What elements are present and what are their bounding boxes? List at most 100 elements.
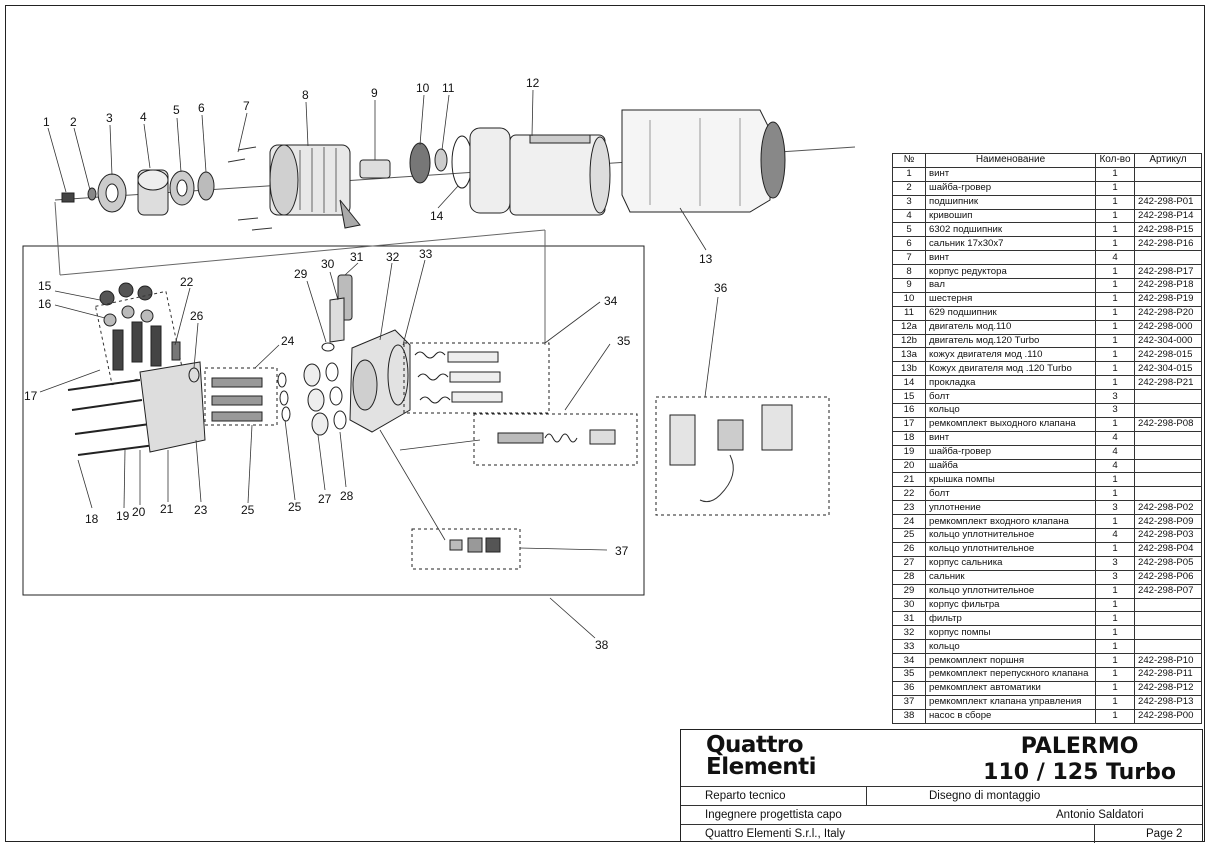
part-o-ring-29 — [321, 342, 335, 352]
table-header-row: № Наименование Кол-во Артикул — [892, 153, 1202, 168]
callout-label: 26 — [190, 309, 204, 323]
logo-line-2: Elementi — [706, 754, 817, 780]
part-inlet-valve-kit-24 — [204, 367, 278, 426]
row-quantity: 1 — [1095, 416, 1135, 432]
part-motor-cover-13 — [621, 109, 786, 213]
row-quantity: 4 — [1095, 528, 1135, 543]
row-quantity: 1 — [1095, 541, 1135, 557]
row-article: 242-298-015 — [1134, 347, 1202, 363]
part-pump-body-32 — [349, 329, 411, 433]
title-block: Quattro Elementi PALERMO 110 / 125 Turbo… — [680, 729, 1203, 843]
model-variants: 110 / 125 Turbo — [983, 760, 1176, 785]
leader-lines — [39, 89, 719, 639]
row-divider — [1094, 825, 1095, 843]
row-name: ремкомплект поршня — [925, 653, 1096, 668]
row-article — [1134, 625, 1202, 641]
row-number: 24 — [892, 514, 926, 530]
part-pump-cover-21 — [139, 361, 206, 453]
row-article: 242-298-P03 — [1134, 528, 1202, 543]
row-quantity: 1 — [1095, 305, 1135, 321]
row-article — [1134, 611, 1202, 627]
part-screw-1 — [61, 192, 75, 203]
row-number: 25 — [892, 528, 926, 543]
row-article: 242-298-P14 — [1134, 208, 1202, 224]
row-quantity: 1 — [1095, 680, 1135, 696]
row-number: 6 — [892, 236, 926, 252]
company-name: Quattro Elementi S.r.l., Italy — [705, 828, 845, 840]
part-bearing-11 — [434, 148, 448, 172]
row-quantity: 1 — [1095, 222, 1135, 238]
page-number: Page 2 — [1146, 828, 1183, 840]
row-quantity: 1 — [1095, 666, 1135, 682]
sheet-border — [5, 5, 1205, 842]
row-article: 242-304-000 — [1134, 333, 1202, 349]
row-article: 242-298-P17 — [1134, 264, 1202, 280]
callout-label: 15 — [38, 279, 52, 293]
row-name: сальник 17x30x7 — [925, 236, 1096, 252]
row-article — [1134, 250, 1202, 266]
part-seal-6 — [197, 171, 215, 201]
callout-label: 28 — [340, 489, 354, 503]
row-quantity: 1 — [1095, 597, 1135, 613]
row-name: фильтр — [925, 611, 1096, 627]
callout-label: 1 — [43, 115, 50, 129]
row-article: 242-298-P16 — [1134, 236, 1202, 252]
row-quantity: 4 — [1095, 458, 1135, 474]
row-article — [1134, 458, 1202, 474]
row-divider — [866, 787, 867, 806]
row-name: уплотнение — [925, 500, 1096, 516]
part-shaft-9 — [359, 159, 391, 179]
part-bolt-22 — [171, 341, 181, 361]
callout-label: 16 — [38, 297, 52, 311]
row-name: шайба-гровер — [925, 180, 1096, 196]
row-name: насос в сборе — [925, 708, 1096, 724]
row-quantity: 1 — [1095, 375, 1135, 391]
header-article: Артикул — [1134, 153, 1202, 168]
callout-label: 5 — [173, 103, 180, 117]
row-number: 10 — [892, 291, 926, 307]
row-quantity: 3 — [1095, 500, 1135, 516]
callout-label: 34 — [604, 294, 618, 308]
row-number: 8 — [892, 264, 926, 280]
row-number: 31 — [892, 611, 926, 627]
row-quantity: 1 — [1095, 291, 1135, 307]
row-name: кольцо — [925, 403, 1096, 418]
row-article: 242-298-000 — [1134, 319, 1202, 335]
row-name: кожух двигателя мод .110 — [925, 347, 1096, 363]
callout-label: 22 — [180, 275, 194, 289]
row-quantity: 1 — [1095, 611, 1135, 627]
callout-label: 4 — [140, 110, 147, 124]
row-number: 21 — [892, 472, 926, 488]
row-name: кольцо — [925, 639, 1096, 655]
row-article: 242-298-P13 — [1134, 694, 1202, 710]
row-number: 32 — [892, 625, 926, 641]
row-number: 11 — [892, 305, 926, 321]
callout-label: 31 — [350, 250, 364, 264]
row-quantity: 4 — [1095, 444, 1135, 460]
title-row-engineer: Ingegnere progettista capo Antonio Salda… — [681, 805, 1202, 825]
row-quantity: 1 — [1095, 333, 1135, 349]
row-number: 9 — [892, 278, 926, 293]
company-logo: Quattro Elementi — [706, 734, 817, 780]
part-bearing-3 — [97, 173, 127, 213]
row-name: кольцо уплотнительное — [925, 583, 1096, 599]
row-article — [1134, 180, 1202, 196]
callout-labels: 1 2 3 4 5 6 7 8 9 10 11 12 13 14 15 16 1… — [24, 76, 728, 652]
row-name: 6302 подшипник — [925, 222, 1096, 238]
row-number: 15 — [892, 389, 926, 405]
callout-label: 25 — [288, 500, 302, 514]
row-article: 242-298-P09 — [1134, 514, 1202, 530]
